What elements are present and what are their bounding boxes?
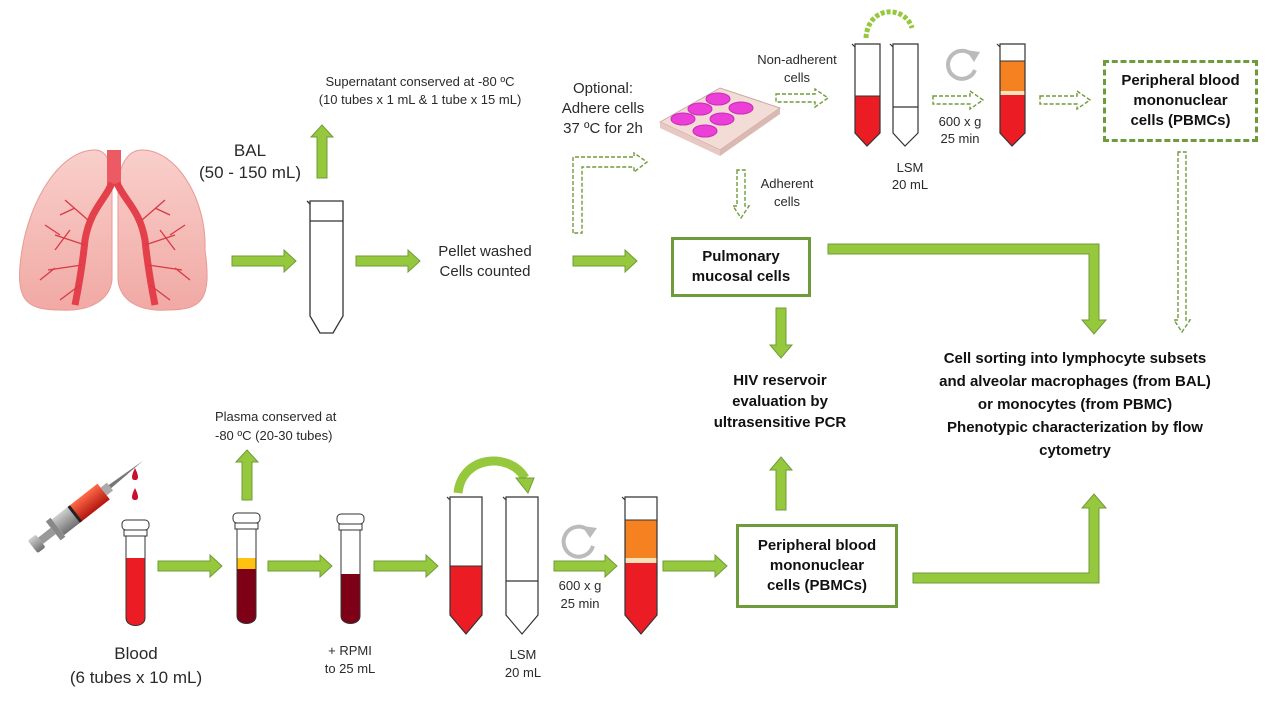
conical-tube-bal — [306, 200, 344, 334]
blood-pbmc-line1: Peripheral blood — [757, 536, 877, 554]
arrow-adherent — [731, 169, 751, 220]
arrow-optional-adhere — [572, 151, 649, 234]
supernatant-line1: Supernatant conserved at -80 ºC — [325, 74, 515, 89]
sorting-line2: and alveolar macrophages (from BAL) — [939, 373, 1211, 390]
arrow-spin-to-pbmc — [662, 553, 728, 579]
transfer-arrow-blood — [453, 456, 535, 494]
dashed-arrows — [572, 9, 1192, 334]
arrow-rpmi-to-dilute — [373, 553, 439, 579]
sorting-line5: cytometry — [1039, 442, 1111, 459]
adherent-line2: cells — [773, 194, 800, 209]
plasma-line1: Plasma conserved at — [215, 409, 337, 424]
well-plate-icon — [658, 87, 782, 156]
blood-pbmc-line3: cells (PBMCs) — [766, 577, 867, 595]
pulmonary-line2: mucosal cells — [691, 268, 791, 285]
sorting-line4: Phenotypic characterization by flow — [947, 419, 1203, 436]
blood-lsm-line2: 20 mL — [504, 665, 542, 680]
blood-centrifuge-line2: 25 min — [560, 596, 600, 611]
optional-line1: Optional: — [572, 80, 634, 97]
rpmi-line1: + RPMI — [328, 643, 372, 658]
blood-tube-whole — [121, 519, 150, 626]
hiv-line3: ultrasensitive PCR — [713, 414, 847, 431]
bal-lsm-line2: 20 mL — [891, 177, 929, 192]
arrow-tube-to-pellet — [355, 248, 421, 274]
plasma-line2: -80 ºC (20-30 tubes) — [215, 428, 333, 443]
syringe-icon — [28, 460, 144, 553]
blood-volume: (6 tubes x 10 mL) — [69, 668, 203, 687]
optional-line3: 37 ºC for 2h — [563, 120, 643, 137]
centrifuge-icon-bal — [946, 48, 980, 81]
blood-pbmc-line2: mononuclear — [769, 556, 865, 574]
arrow-lungs-to-tube — [231, 248, 297, 274]
supernatant-line2: (10 tubes x 1 mL & 1 tube x 15 mL) — [318, 92, 522, 107]
rpmi-line2: to 25 mL — [324, 661, 376, 676]
blood-lsm-tube — [502, 496, 539, 635]
blood-title: Blood — [114, 644, 158, 663]
arrow-bal-centrifuge — [932, 89, 985, 111]
bal-centrifuge-line1: 600 x g — [938, 114, 982, 129]
blood-pbmc-box: Peripheral blood mononuclear cells (PBMC… — [736, 524, 898, 608]
bal-pbmc-box: Peripheral blood mononuclear cells (PBMC… — [1103, 60, 1258, 142]
optional-line2: Adhere cells — [561, 100, 645, 117]
blood-drops-icon — [132, 468, 138, 500]
bal-separated-tube — [996, 43, 1026, 147]
blood-centrifuge-line1: 600 x g — [558, 578, 602, 593]
non-adherent-line2: cells — [783, 70, 810, 85]
adherent-line1: Adherent — [760, 176, 814, 191]
sorting-line1: Cell sorting into lymphocyte subsets — [943, 350, 1207, 367]
pulmonary-mucosal-box: Pulmonary mucosal cells — [671, 237, 811, 297]
bal-centrifuge-line2: 25 min — [940, 131, 980, 146]
arrow-lsm-to-spin — [553, 553, 618, 579]
transfer-arrow-bal — [863, 9, 915, 39]
blood-lsm-line1: LSM — [509, 647, 537, 662]
pellet-line1: Pellet washed — [438, 243, 532, 260]
lungs-icon — [19, 149, 208, 311]
non-adherent-line1: Non-adherent — [757, 52, 837, 67]
arrow-to-bal-pbmc — [1039, 89, 1092, 111]
pellet-line2: Cells counted — [439, 263, 531, 280]
arrow-blood-to-plasma — [157, 553, 223, 579]
bal-sample-tube — [851, 43, 881, 147]
bal-pbmc-line2: mononuclear — [1133, 91, 1228, 109]
arrow-pulmonary-to-sorting — [827, 243, 1108, 335]
bal-volume: (50 - 150 mL) — [198, 163, 302, 182]
bal-lsm-line1: LSM — [896, 160, 924, 175]
arrow-non-adherent — [775, 87, 830, 109]
blood-tube-rpmi — [336, 513, 365, 624]
solid-arrows — [157, 124, 1108, 584]
hiv-line2: evaluation by — [732, 393, 828, 410]
blood-diluted-tube — [446, 496, 483, 635]
arrow-bal-pbmc-to-sorting — [1172, 151, 1192, 334]
bal-lsm-tube — [889, 43, 919, 147]
arrow-plasma-up — [234, 449, 260, 501]
blood-separated-tube — [621, 496, 658, 635]
arrow-pellet-to-pulmonary — [572, 248, 638, 274]
sorting-line3: or monocytes (from PBMC) — [977, 396, 1173, 413]
pulmonary-line1: Pulmonary — [702, 247, 780, 265]
arrow-pulmonary-to-hiv — [768, 307, 794, 359]
bal-pbmc-line3: cells (PBMCs) — [1130, 112, 1231, 130]
arrow-plasma-to-rpmi — [267, 553, 333, 579]
arrow-pbmc-to-hiv — [768, 456, 794, 511]
arrow-pbmc-to-sorting — [912, 493, 1108, 584]
bal-pbmc-line1: Peripheral blood — [1121, 71, 1240, 89]
centrifuge-icon-blood — [561, 524, 597, 559]
arrow-supernatant-up — [309, 124, 335, 179]
bal-title: BAL — [233, 141, 267, 160]
blood-tube-plasma — [232, 512, 261, 624]
hiv-line1: HIV reservoir — [733, 372, 827, 389]
